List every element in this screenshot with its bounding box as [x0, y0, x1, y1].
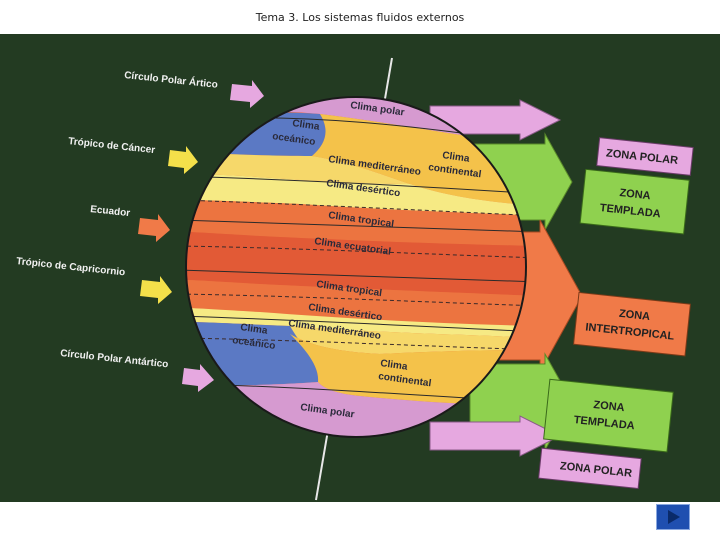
latitude-arctic-circle: Círculo Polar Ártico: [124, 68, 219, 91]
zone-boxes: ZONA POLAR ZONA TEMPLADA ZONA INTERTROPI…: [538, 137, 694, 490]
band-continental-north: [312, 114, 526, 206]
zone-box-templada-north: [579, 168, 690, 235]
band-desert-north: [186, 174, 526, 216]
zone-intertropical-1: ZONA: [618, 308, 650, 323]
zone-templada-south-1: ZONA: [593, 399, 625, 414]
band-equatorial: [186, 232, 526, 296]
band-tropical-south: [186, 280, 526, 326]
zone-box-polar-north: [596, 137, 694, 176]
arrow-cancer: [168, 146, 198, 174]
band-mediterranean-south: [290, 326, 526, 354]
arrow-band-polar-s: [429, 415, 562, 457]
arrow-equator: [138, 214, 170, 242]
zone-box-templada-south: [543, 378, 674, 453]
band-mediterranean-north: [186, 152, 410, 184]
climate-continental-north-1: Clima: [442, 150, 471, 165]
latitude-tropic-capricorn: Trópico de Capricornio: [16, 256, 126, 278]
arrow-antarctic: [182, 364, 214, 392]
climate-oceanic-south-1: Clima: [240, 322, 269, 337]
climate-continental-south-1: Clima: [380, 358, 409, 373]
zone-templada-north-1: ZONA: [619, 187, 651, 202]
arrow-arctic: [230, 80, 264, 108]
band-tropical-north: [186, 200, 526, 246]
page-title: Tema 3. Los sistemas fluidos externos: [255, 11, 465, 24]
zone-box-polar-south: [538, 447, 642, 490]
latitude-equator: Ecuador: [90, 204, 131, 219]
latitude-antarctic-circle: Círculo Polar Antártico: [60, 348, 169, 370]
arrow-capricorn: [140, 276, 172, 304]
next-slide-button[interactable]: [656, 504, 690, 530]
globe: [186, 97, 526, 437]
globe-outline: [185, 96, 527, 438]
play-triangle-icon: [668, 510, 680, 524]
climate-oceanic-north-1: Clima: [292, 118, 321, 133]
climate-zones-diagram: Clima polar Clima oceánico Clima mediter…: [16, 57, 694, 501]
zone-box-intertropical: [573, 291, 691, 357]
latitude-tropic-cancer: Trópico de Cáncer: [68, 136, 156, 156]
